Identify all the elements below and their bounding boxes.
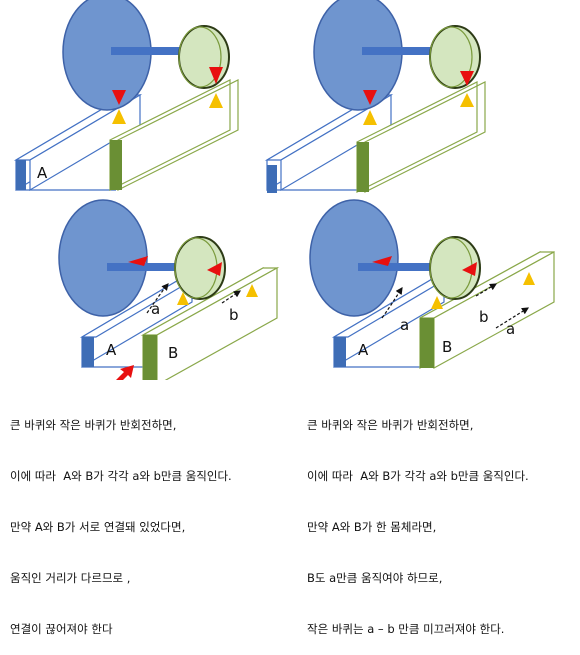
axle <box>111 47 191 55</box>
label-A: A <box>106 341 117 359</box>
yellow-marker-small <box>460 93 474 107</box>
label-B: B <box>168 344 178 362</box>
yellow-marker-a <box>177 292 189 305</box>
panel-top-right <box>264 0 486 193</box>
caption-left-line: 만약 A와 B가 서로 연결돼 있었다면, <box>10 520 186 534</box>
red-marker-big <box>128 256 148 266</box>
panel-bottom-left: A B a b <box>58 199 280 380</box>
big-wheel <box>58 199 148 317</box>
dashed-arrow-body <box>495 307 530 329</box>
red-arrow <box>116 365 134 380</box>
label-a-1: a <box>400 316 409 334</box>
red-marker-small <box>209 67 223 84</box>
caption-left-line: 연결이 끊어져야 한다 <box>10 622 113 636</box>
wheel-rail-diagram: A <box>13 0 555 380</box>
label-a: a <box>151 300 160 318</box>
label-b: b <box>229 306 239 324</box>
caption-right: 큰 바퀴와 작은 바퀴가 반회전하면, 이에 따라 A와 B가 각각 a와 b만… <box>307 383 529 655</box>
label-A: A <box>358 341 369 359</box>
yellow-marker-big <box>363 110 377 125</box>
yellow-marker-a <box>431 296 443 309</box>
block-A <box>82 337 94 367</box>
label-B: B <box>442 338 452 356</box>
yellow-marker-b <box>246 284 258 297</box>
label-A: A <box>37 164 48 182</box>
dashed-arrow-small <box>475 283 498 297</box>
caption-right-line: 이에 따라 A와 B가 각각 a와 b만큼 움직인다. <box>307 469 529 483</box>
red-marker-big <box>363 90 377 105</box>
block-A <box>267 165 277 193</box>
caption-right-line: B도 a만큼 움직여야 하므로, <box>307 571 443 585</box>
caption-right-line: 큰 바퀴와 작은 바퀴가 반회전하면, <box>307 418 474 432</box>
yellow-marker-big <box>112 109 126 124</box>
block-B <box>143 335 157 380</box>
block-B <box>420 318 434 368</box>
red-marker-big <box>112 90 126 105</box>
block-A <box>16 160 26 190</box>
label-b: b <box>479 308 489 326</box>
red-marker-small <box>462 262 477 276</box>
caption-left-line: 큰 바퀴와 작은 바퀴가 반회전하면, <box>10 418 177 432</box>
label-a-2: a <box>506 320 515 338</box>
caption-left-line: 움직인 거리가 다르므로 , <box>10 571 131 585</box>
dashed-arrow-big <box>381 287 403 319</box>
axle <box>362 47 442 55</box>
panel-bottom-right: A B a b a <box>309 199 555 370</box>
caption-right-line: 작은 바퀴는 a – b 만큼 미끄러져야 한다. <box>307 622 505 636</box>
big-wheel <box>309 199 399 317</box>
red-marker-big <box>372 256 392 266</box>
caption-left-line: 이에 따라 A와 B가 각각 a와 b만큼 움직인다. <box>10 469 232 483</box>
axle <box>358 263 438 271</box>
block-B <box>357 142 369 192</box>
dashed-arrow-big <box>146 283 169 314</box>
axle <box>107 263 187 271</box>
red-marker-small <box>207 262 222 276</box>
block-A <box>334 337 346 367</box>
yellow-marker-b <box>523 272 535 285</box>
red-marker-small <box>460 71 474 86</box>
block-B <box>110 140 122 190</box>
caption-right-line: 만약 A와 B가 한 몸체라면, <box>307 520 437 534</box>
panel-top-left: A <box>13 0 239 192</box>
yellow-marker-small <box>209 93 223 108</box>
dashed-arrow-small <box>221 290 241 304</box>
caption-left: 큰 바퀴와 작은 바퀴가 반회전하면, 이에 따라 A와 B가 각각 a와 b만… <box>10 383 232 655</box>
